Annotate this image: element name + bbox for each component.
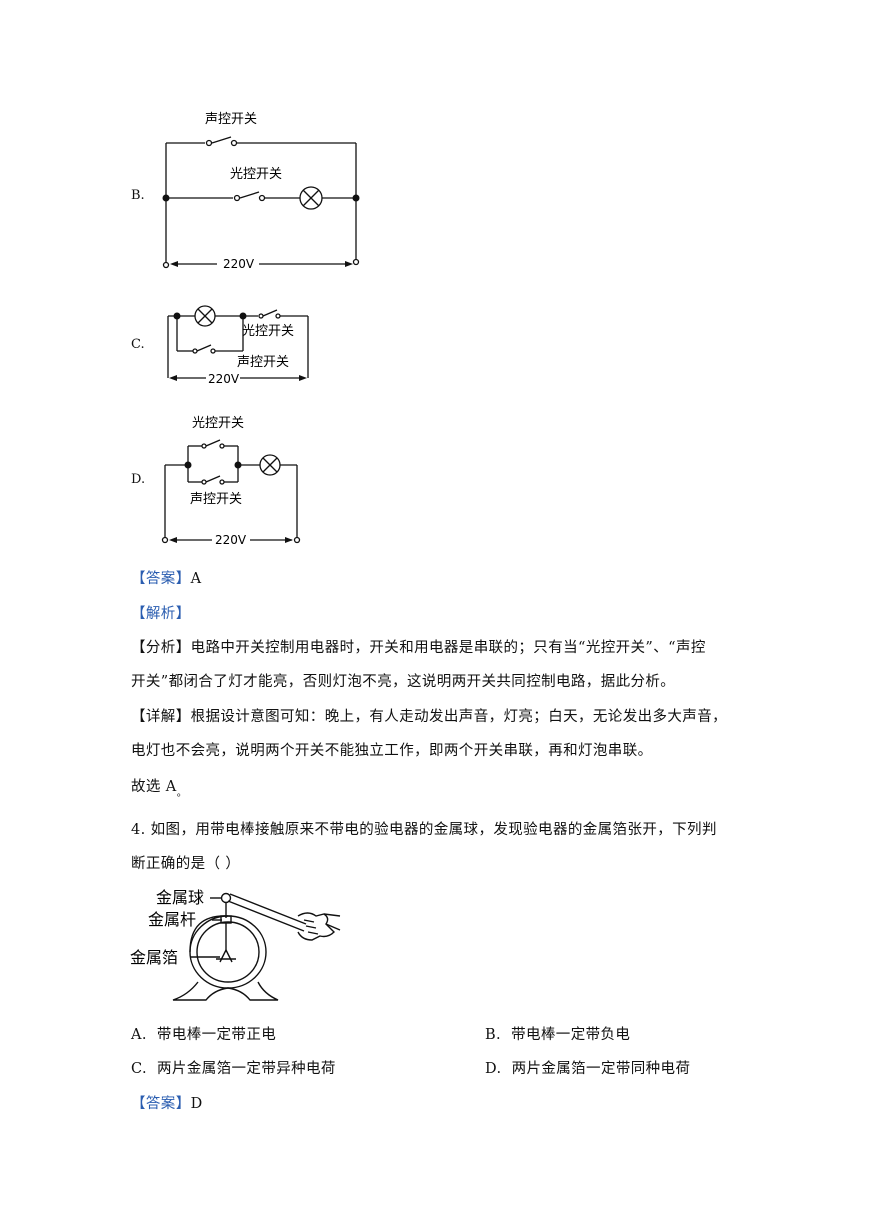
fenxi-line-2: 开关”都闭合了灯才能亮，否则灯泡不亮，这说明两开关共同控制电路，据此分析。 [131,674,676,690]
metal-rod-label: 金属杆 [148,910,196,929]
answer-tag: 【答案】 [131,571,191,587]
answer2-line: 【答案】D [131,1092,203,1113]
conclusion-line: 故选 A。 [131,775,188,799]
xiangjie-line-1: 【详解】根据设计意图可知：晚上，有人走动发出声音，灯亮；白天，无论发出多大声音， [131,705,727,726]
choice-b[interactable]: B. 带电棒一定带负电 [485,1023,630,1044]
option-c-letter: C. [131,337,145,352]
voltage-label: 220V [215,533,247,547]
choice-letter: C. [131,1061,147,1077]
answer-value: D [190,1096,203,1112]
answer-value: A [190,571,202,587]
choice-text: 两片金属箔一定带异种电荷 [157,1061,336,1077]
analysis-heading: 【解析】 [131,602,191,623]
metal-foil-label: 金属箔 [130,948,178,967]
fenxi-line-1: 【分析】电路中开关控制用电器时，开关和用电器是串联的；只有当“光控开关”、“声控 [131,636,706,657]
voltage-label: 220V [223,257,255,271]
voice-switch-label: 声控开关 [205,112,257,127]
choice-letter: A. [131,1027,147,1043]
choice-d[interactable]: D. 两片金属箔一定带同种电荷 [485,1057,690,1078]
voltage-label: 220V [208,372,240,386]
xiangjie-text-1: 根据设计意图可知：晚上，有人走动发出声音，灯亮；白天，无论发出多大声音， [190,709,728,725]
choice-text: 带电棒一定带正电 [156,1027,277,1043]
answer-tag: 【答案】 [131,1096,191,1112]
choice-letter: D. [485,1061,502,1077]
electroscope-figure: 金属球 金属杆 金属箔 [130,888,341,1001]
choice-a[interactable]: A. 带电棒一定带正电 [131,1023,276,1044]
fenxi-tag: 【分析】 [131,640,191,656]
voice-switch-label: 声控开关 [237,355,289,370]
choice-text: 两片金属箔一定带同种电荷 [511,1061,691,1077]
choice-letter: B. [485,1027,502,1043]
analysis-tag: 【解析】 [131,606,191,622]
xiangjie-line-2: 电灯也不会亮，说明两个开关不能独立工作，即两个开关串联，再和灯泡串联。 [131,743,653,759]
circuit-diagram-d: 光控开关 声控开关 220V [161,416,301,547]
question4-line-2: 断正确的是（ ） [131,856,241,872]
light-switch-label: 光控开关 [192,416,244,431]
conclusion-period: 。 [176,788,188,799]
fenxi-text-1: 电路中开关控制用电器时，开关和用电器是串联的；只有当“光控开关”、“声控 [190,640,706,656]
choice-text: 带电棒一定带负电 [511,1027,631,1043]
voice-switch-label: 声控开关 [190,492,242,507]
question4-line-1: 4. 如图，用带电棒接触原来不带电的验电器的金属球，发现验电器的金属箔张开，下列… [131,822,717,838]
light-switch-label: 光控开关 [230,167,282,182]
answer-line: 【答案】A [131,567,201,588]
circuit-diagram-c: 光控开关 声控开关 220V [167,305,309,386]
conclusion-text: 故选 A [131,779,177,795]
xiangjie-tag: 【详解】 [131,709,191,725]
circuit-diagram-b: 声控开关 光控开关 220V [162,112,360,271]
option-b-letter: B. [131,188,145,203]
metal-ball-label: 金属球 [156,888,204,907]
choice-c[interactable]: C. 两片金属箔一定带异种电荷 [131,1057,336,1078]
light-switch-label: 光控开关 [242,324,294,339]
option-d-letter: D. [131,472,146,487]
